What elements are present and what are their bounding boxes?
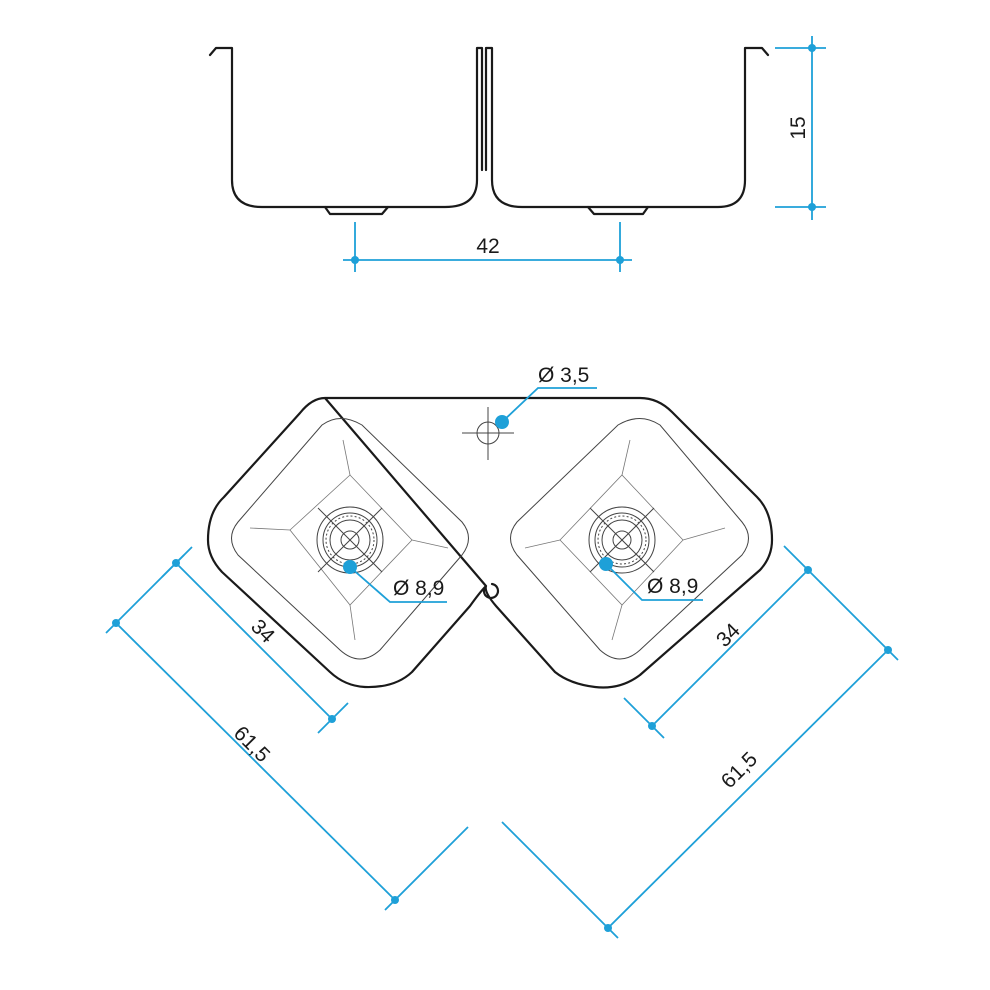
width-dim-dot-right bbox=[616, 256, 624, 264]
left-bowl-dim-line bbox=[175, 562, 333, 720]
right-bowl-ext-bottom bbox=[623, 697, 665, 739]
left-drain-leader bbox=[349, 566, 447, 603]
right-overall-label: 61,5 bbox=[717, 748, 762, 793]
left-bowl-inner bbox=[231, 418, 469, 660]
left-overall-ext-bottom bbox=[384, 826, 469, 911]
right-drain-leader bbox=[605, 563, 703, 601]
right-bowl-inner bbox=[510, 418, 749, 660]
tap-hole bbox=[462, 407, 514, 460]
right-bowl-dot-top bbox=[804, 566, 812, 574]
right-bowl-ext-top bbox=[783, 545, 823, 585]
left-overall-dot-top bbox=[112, 619, 120, 627]
sink-rim bbox=[206, 396, 774, 689]
right-drain-stub bbox=[586, 205, 650, 216]
left-drain-label: Ø 8,9 bbox=[393, 577, 444, 600]
tap-hole-leader bbox=[501, 387, 597, 423]
right-overall-dot-top bbox=[884, 646, 892, 654]
height-dim-dot-bottom bbox=[808, 203, 816, 211]
width-label: 42 bbox=[476, 235, 499, 258]
left-overall-ext-top bbox=[105, 554, 185, 634]
right-drain-label: Ø 8,9 bbox=[647, 575, 698, 598]
right-bowl-dim-line bbox=[651, 569, 809, 727]
side-elevation: 42 15 bbox=[208, 36, 826, 272]
left-bowl-dot-bottom bbox=[328, 715, 336, 723]
width-dim-dot-left bbox=[351, 256, 359, 264]
right-overall-ext-bottom bbox=[501, 821, 619, 939]
tap-hole-label: Ø 3,5 bbox=[538, 364, 589, 387]
right-bowl-label: 34 bbox=[712, 619, 745, 652]
right-drain bbox=[588, 506, 656, 574]
height-dim-dot-top bbox=[808, 44, 816, 52]
left-bowl-profile bbox=[208, 46, 484, 209]
left-overall-dim-line bbox=[115, 622, 396, 901]
right-overall-dot-bottom bbox=[604, 924, 612, 932]
right-overall-dim-line bbox=[607, 649, 889, 929]
plan-view: Ø 3,5 Ø 8,9 Ø 8,9 34 61,5 34 bbox=[105, 364, 899, 939]
right-bowl-dot-bottom bbox=[648, 722, 656, 730]
right-overall-ext-top bbox=[819, 581, 899, 661]
left-drain-stub bbox=[323, 205, 390, 216]
left-overall-dot-bottom bbox=[391, 896, 399, 904]
left-overall-label: 61,5 bbox=[229, 722, 274, 767]
right-bowl-profile bbox=[484, 46, 770, 209]
height-label: 15 bbox=[787, 116, 810, 139]
left-bowl-slope-lines bbox=[249, 439, 449, 641]
right-bowl-slope-lines bbox=[524, 439, 726, 641]
